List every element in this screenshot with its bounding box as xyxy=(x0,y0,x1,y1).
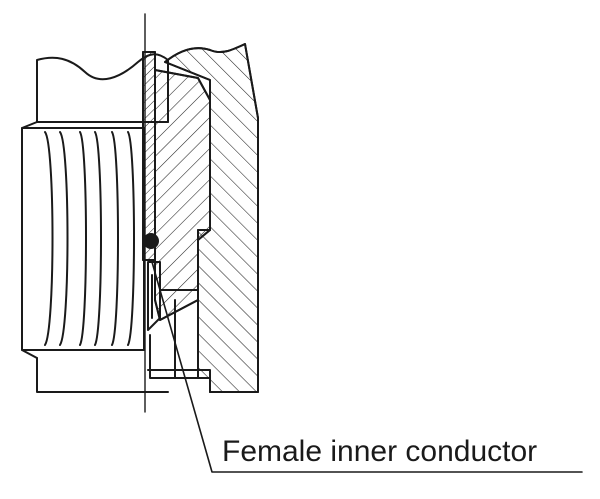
o-ring xyxy=(143,233,159,249)
lower-flange xyxy=(147,369,211,393)
female-inner-conductor-part xyxy=(147,261,199,379)
callout-label: Female inner conductor xyxy=(222,435,538,468)
inner-wall xyxy=(142,51,156,261)
inner-body xyxy=(154,69,211,321)
knurl-ridges xyxy=(44,131,135,346)
outer-sleeve xyxy=(164,43,259,393)
callout-leader-line xyxy=(151,261,583,473)
